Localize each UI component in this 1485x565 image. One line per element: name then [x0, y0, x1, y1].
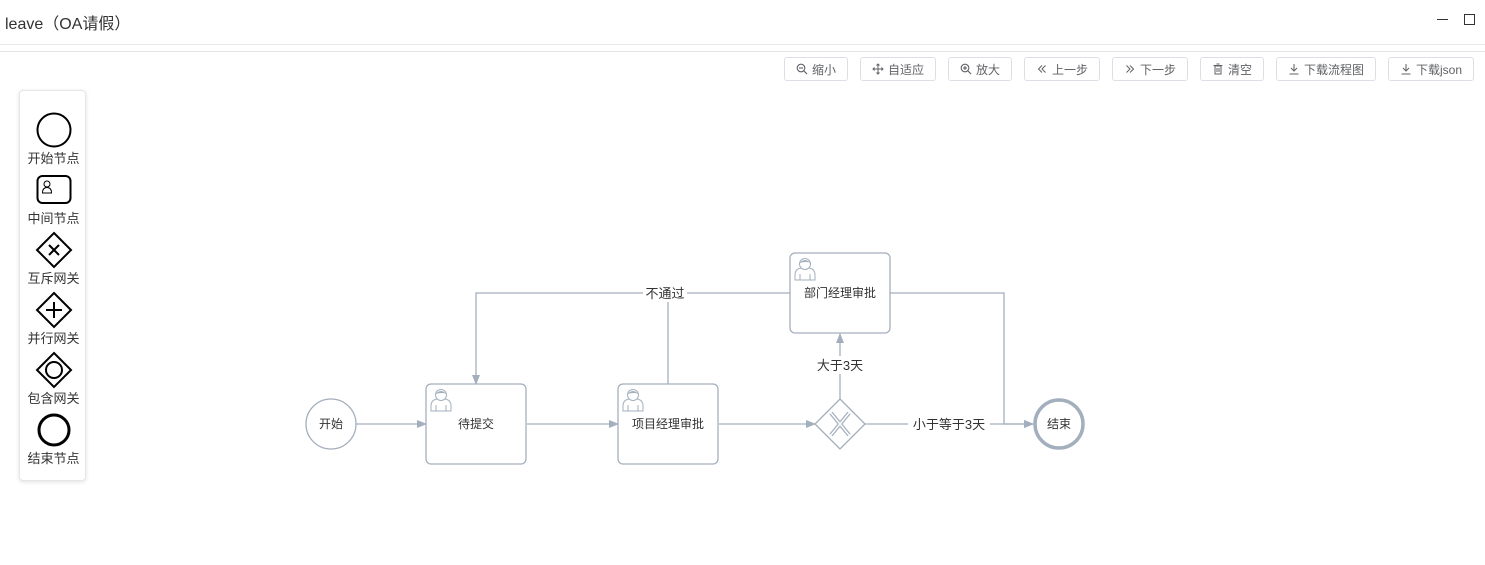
zoom-in-button[interactable]: 放大	[948, 57, 1012, 81]
gateway-x-icon	[829, 411, 851, 437]
minimize-icon[interactable]	[1435, 12, 1451, 28]
zoom-out-button[interactable]: 缩小	[784, 57, 848, 81]
edge-label-bg	[908, 415, 990, 433]
user-task-icon	[35, 171, 73, 209]
end-event[interactable]: 结束	[1033, 398, 1085, 450]
palette-parallel-gateway[interactable]: 并行网关	[20, 291, 87, 349]
undo-button[interactable]: 上一步	[1024, 57, 1100, 81]
maximize-icon[interactable]	[1462, 12, 1478, 28]
palette-end-node-label: 结束节点	[27, 451, 80, 466]
task-dept-approval-label: 部门经理审批	[804, 285, 876, 300]
clear-label: 清空	[1227, 62, 1252, 77]
edge-dept-to-end[interactable]	[890, 292, 1034, 428]
download-diagram-label: 下载流程图	[1303, 62, 1364, 77]
divider	[0, 51, 1485, 52]
task-pm-approval[interactable]: 项目经理审批	[617, 383, 719, 465]
start-event-icon	[35, 111, 73, 149]
palette-start-node[interactable]: 开始节点	[20, 111, 87, 169]
download-json-label: 下载json	[1415, 62, 1462, 77]
task-pm-approval-label: 项目经理审批	[632, 416, 704, 431]
title-bar: leave（OA请假）	[0, 0, 1485, 45]
zoom-out-label: 缩小	[811, 62, 836, 77]
palette-end-node[interactable]: 结束节点	[20, 411, 87, 469]
fit-button[interactable]: 自适应	[860, 57, 936, 81]
download-icon	[1400, 63, 1412, 75]
palette-exclusive-gateway-label: 互斥网关	[27, 271, 80, 286]
double-chevron-left-icon	[1036, 63, 1048, 75]
fit-label: 自适应	[887, 62, 924, 77]
palette-exclusive-gateway[interactable]: 互斥网关	[20, 231, 87, 289]
move-icon	[872, 63, 884, 75]
edge-dept-reject[interactable]	[472, 292, 790, 385]
palette-start-node-label: 开始节点	[27, 151, 80, 166]
end-event-label: 结束	[1047, 417, 1071, 431]
trash-icon	[1212, 63, 1224, 75]
window-title: leave（OA请假）	[5, 16, 131, 33]
node-palette: 开始节点 中间节点 互斥网关 并行网关 包含网关 结束节点	[19, 90, 86, 481]
task-dept-approval[interactable]: 部门经理审批	[789, 252, 891, 334]
download-diagram-button[interactable]: 下载流程图	[1276, 57, 1376, 81]
exclusive-gateway-icon	[35, 231, 73, 269]
palette-middle-node[interactable]: 中间节点	[20, 171, 87, 229]
download-json-button[interactable]: 下载json	[1388, 57, 1474, 81]
undo-label: 上一步	[1051, 62, 1088, 77]
palette-parallel-gateway-label: 并行网关	[27, 331, 80, 346]
edge-label-le-3: 小于等于3天	[913, 417, 985, 432]
edge-label-bg	[643, 284, 687, 302]
edge-label-reject: 不通过	[645, 286, 684, 301]
palette-inclusive-gateway-label: 包含网关	[27, 391, 80, 406]
start-event-label: 开始	[319, 417, 343, 431]
task-pending-submit[interactable]: 待提交	[425, 383, 527, 465]
parallel-gateway-icon	[35, 291, 73, 329]
zoom-in-label: 放大	[975, 62, 1000, 77]
edge-label-more-than-3: 大于3天	[817, 358, 863, 373]
inclusive-gateway-icon	[35, 351, 73, 389]
redo-button[interactable]: 下一步	[1112, 57, 1188, 81]
start-event[interactable]: 开始	[305, 398, 357, 450]
palette-inclusive-gateway[interactable]: 包含网关	[20, 351, 87, 409]
redo-label: 下一步	[1139, 62, 1176, 77]
download-icon	[1288, 63, 1300, 75]
end-event-icon	[35, 411, 73, 449]
edge-label-bg	[814, 356, 866, 374]
double-chevron-right-icon	[1124, 63, 1136, 75]
task-pending-submit-label: 待提交	[458, 416, 494, 431]
zoom-in-icon	[960, 63, 972, 75]
zoom-out-icon	[796, 63, 808, 75]
clear-button[interactable]: 清空	[1200, 57, 1264, 81]
palette-middle-node-label: 中间节点	[27, 211, 80, 226]
exclusive-gateway[interactable]	[814, 398, 866, 450]
